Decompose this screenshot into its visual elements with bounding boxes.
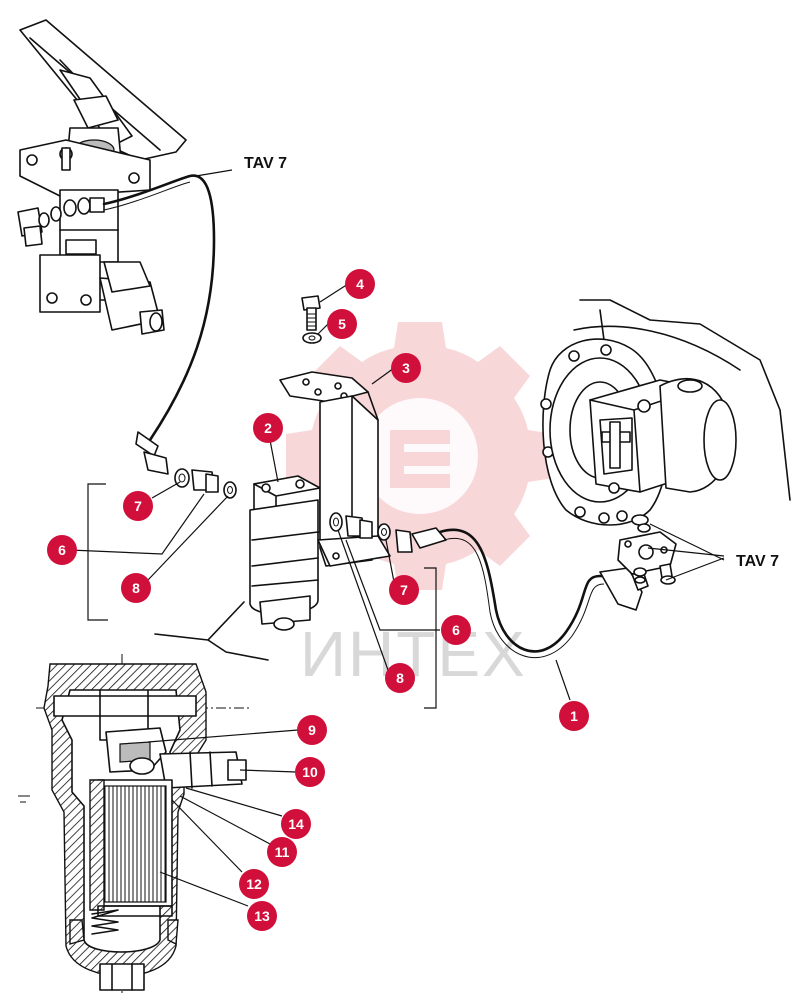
leader-8b [337, 529, 389, 671]
svg-text:13: 13 [254, 908, 270, 924]
leader-6b [345, 539, 440, 631]
leader-7a [151, 481, 181, 499]
svg-text:3: 3 [402, 360, 410, 376]
leader-4 [319, 283, 349, 303]
callout-14: 14 [281, 809, 311, 839]
group-bracket-6-left [87, 483, 108, 621]
callout-9: 9 [297, 715, 327, 745]
callout-8-left: 8 [121, 573, 151, 603]
leader-tav7-right-b [665, 557, 725, 581]
callout-3: 3 [391, 353, 421, 383]
leader-12 [171, 799, 243, 873]
callout-1: 1 [559, 701, 589, 731]
leader-14 [185, 787, 283, 817]
svg-text:8: 8 [396, 670, 404, 686]
svg-text:10: 10 [302, 764, 318, 780]
svg-text:8: 8 [132, 580, 140, 596]
bolt-and-washer [301, 295, 322, 344]
leader-13 [159, 871, 249, 907]
washer-part-5 [302, 332, 322, 344]
group-bracket-6-right [424, 567, 437, 709]
leader-tav7-top [195, 169, 233, 177]
leader-lines [69, 169, 725, 907]
reference-label-top: TAV 7 [244, 155, 287, 172]
svg-text:7: 7 [400, 582, 408, 598]
washer-part-7b [377, 523, 391, 541]
filter-cross-section [18, 654, 250, 996]
svg-text:2: 2 [264, 420, 272, 436]
callout-4: 4 [345, 269, 375, 299]
bolt-head [301, 295, 321, 311]
svg-text:12: 12 [246, 876, 262, 892]
leader-6a [69, 493, 205, 555]
leader-tav7-right-a [647, 547, 725, 557]
callout-2: 2 [253, 413, 283, 443]
callout-13: 13 [247, 901, 277, 931]
svg-text:6: 6 [452, 622, 460, 638]
brake-line-upper [102, 174, 216, 475]
washer-part-8b [329, 512, 343, 532]
callout-11: 11 [267, 837, 297, 867]
bolt-shank [306, 307, 317, 331]
callout-10: 10 [295, 757, 325, 787]
svg-text:1: 1 [570, 708, 578, 724]
washer-part-8a [223, 481, 237, 499]
svg-text:9: 9 [308, 722, 316, 738]
leader-1 [555, 659, 571, 701]
brake-pedal-assembly [17, 19, 187, 335]
callout-8-right: 8 [385, 663, 415, 693]
leader-3 [371, 367, 395, 385]
hydraulic-pump-assembly [540, 299, 791, 585]
leader-11 [179, 795, 271, 845]
callouts: 1 2 3 4 5 6 6 7 7 8 8 9 10 11 12 13 14 [47, 269, 589, 931]
filter-assembly [154, 475, 321, 661]
callout-5: 5 [327, 309, 357, 339]
exploded-fittings-right [329, 512, 413, 553]
svg-text:6: 6 [58, 542, 66, 558]
svg-text:7: 7 [134, 498, 142, 514]
svg-text:4: 4 [356, 276, 364, 292]
callout-12: 12 [239, 869, 269, 899]
leader-7b [385, 539, 395, 583]
reference-label-right: TAV 7 [736, 553, 779, 570]
svg-text:14: 14 [288, 816, 304, 832]
svg-text:11: 11 [275, 844, 290, 860]
exploded-fittings-left [174, 468, 237, 499]
leader-9 [147, 729, 299, 743]
svg-text:5: 5 [338, 316, 346, 332]
leader-8a [147, 495, 229, 581]
callout-6-right: 6 [441, 615, 471, 645]
callout-7-right: 7 [389, 575, 419, 605]
callout-6-left: 6 [47, 535, 77, 565]
leader-2 [269, 439, 279, 483]
callout-7-left: 7 [123, 491, 153, 521]
leader-tav7-right-c [649, 523, 725, 561]
leader-5 [317, 323, 329, 335]
leader-10 [239, 769, 297, 773]
